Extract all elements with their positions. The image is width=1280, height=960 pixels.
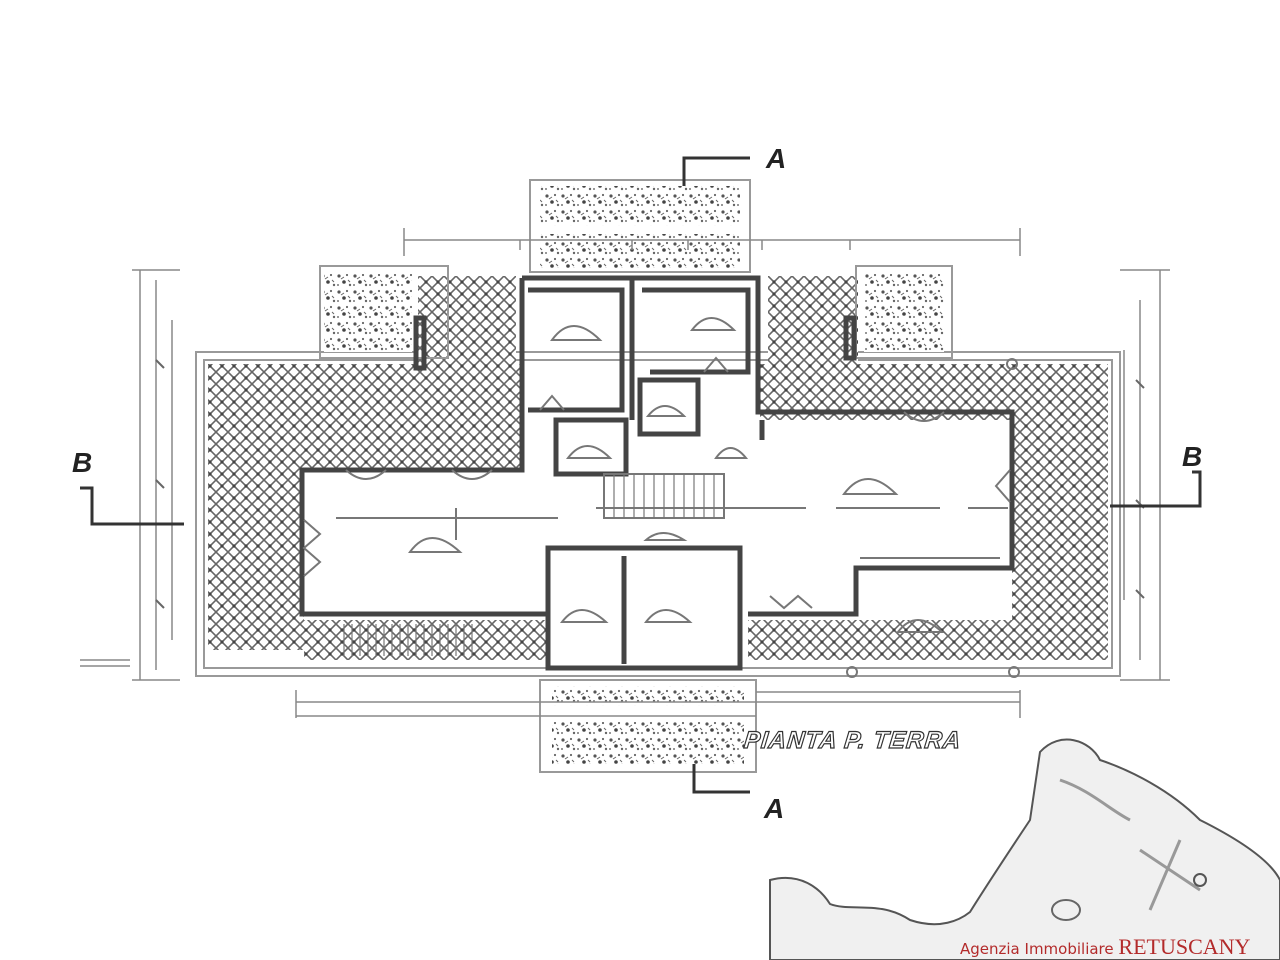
plan-title: PIANTA P. TERRA (743, 727, 963, 754)
watermark-prefix: Agenzia Immobiliare (960, 940, 1114, 958)
door-swings (302, 315, 1020, 678)
section-lines (80, 156, 1202, 794)
watermark-brand: RETUSCANY (1118, 934, 1251, 959)
section-marker-b-left: B (72, 447, 92, 478)
interior-walls (299, 275, 1015, 671)
section-marker-a-top: A (765, 143, 786, 174)
watermark-emblem (769, 738, 1280, 960)
garden-beds (319, 179, 953, 773)
section-marker-a-bottom: A (763, 793, 784, 824)
terrace-hatching (208, 276, 1108, 660)
agency-watermark: Agenzia Immobiliare RETUSCANY (960, 934, 1250, 960)
section-marker-b-right: B (1182, 441, 1202, 472)
dimension-lines (80, 228, 1170, 718)
room-tags (408, 317, 945, 633)
portico-steps (343, 624, 473, 656)
staircase (603, 473, 725, 519)
